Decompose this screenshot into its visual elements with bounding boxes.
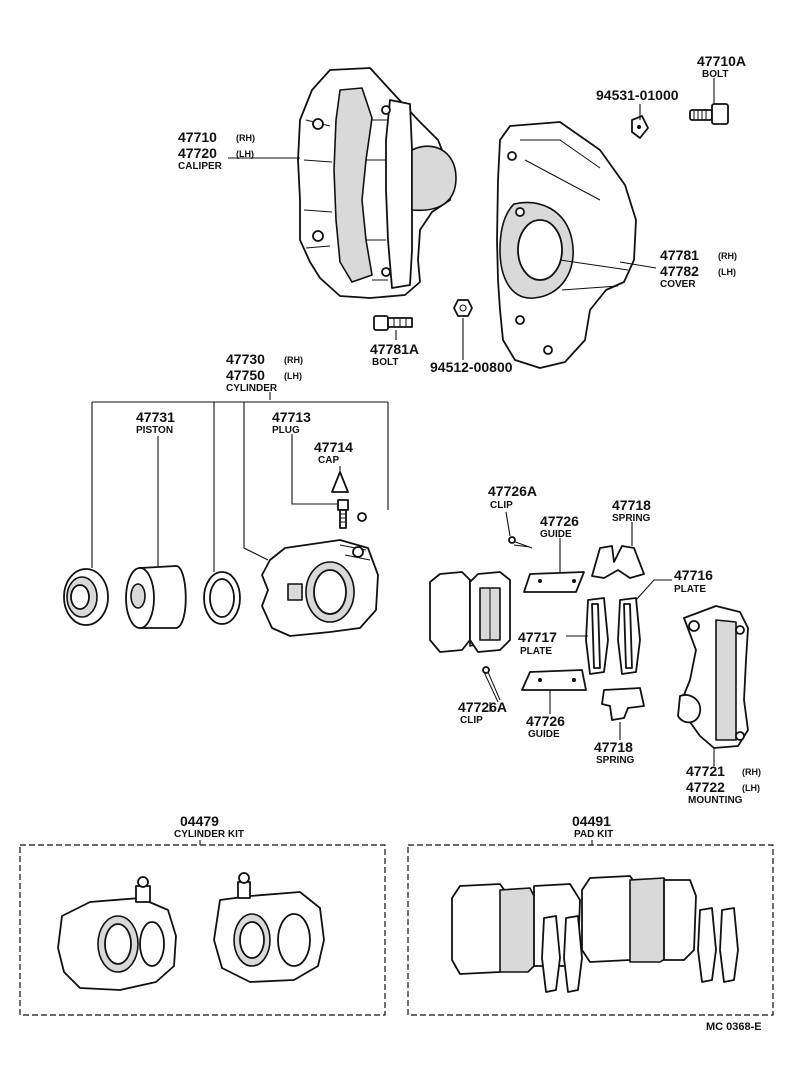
- clip-top-drawing: [508, 536, 533, 549]
- plug-name: PLUG: [272, 425, 300, 436]
- guide-bottom-drawing: [521, 669, 587, 691]
- cylinder-kit-drawing: [57, 872, 325, 991]
- cap-name: CAP: [318, 455, 339, 466]
- clip-bottom-name: CLIP: [460, 715, 483, 726]
- plate-mid-drawing: [585, 597, 609, 675]
- spring-top-drawing: [591, 545, 645, 579]
- bolt-top-number: 47710A: [697, 53, 746, 69]
- mounting-name: MOUNTING: [688, 795, 743, 806]
- plate-right-name: PLATE: [674, 584, 706, 595]
- cylinder-number-rh: 47730: [226, 351, 265, 367]
- mounting-side-rh: (RH): [742, 767, 761, 777]
- pad-kit-number: 04491: [572, 813, 611, 829]
- pad-inner-drawing: [469, 571, 511, 653]
- spring-top-name: SPRING: [612, 513, 651, 524]
- bolt-top-name: BOLT: [702, 69, 728, 80]
- guide-top-drawing: [523, 571, 585, 593]
- cover-drawing: [496, 121, 637, 369]
- bolt-47710a-drawing: [689, 103, 729, 125]
- clip-top-name: CLIP: [490, 500, 513, 511]
- guide-top-name: GUIDE: [540, 529, 572, 540]
- leader-lines: [91, 78, 715, 845]
- cylinder-side-rh: (RH): [284, 355, 303, 365]
- pad-kit-box: [407, 844, 774, 1016]
- caliper-drawing: [297, 67, 457, 299]
- piston-drawing: [125, 565, 187, 629]
- nut-number: 94512-00800: [430, 359, 513, 375]
- cylinder-kit-box: [19, 844, 386, 1016]
- cover-number-rh: 47781: [660, 247, 699, 263]
- clip-top-number: 47726A: [488, 483, 537, 499]
- mounting-number-lh: 47722: [686, 779, 725, 795]
- cylinder-side-lh: (LH): [284, 371, 302, 381]
- cylinder-drawing: [261, 539, 379, 637]
- plug-number: 47713: [272, 409, 311, 425]
- mounting-number-rh: 47721: [686, 763, 725, 779]
- clip-bottom-number: 47726A: [458, 699, 507, 715]
- cap-drawing: [331, 471, 349, 493]
- cover-number-lh: 47782: [660, 263, 699, 279]
- guide-top-number: 47726: [540, 513, 579, 529]
- caliper-side-rh: (RH): [236, 133, 255, 143]
- plate-right-drawing: [617, 597, 641, 675]
- cover-bolt-name: BOLT: [372, 357, 398, 368]
- diagram-code: MC 0368-E: [706, 1021, 762, 1033]
- spring-bottom-name: SPRING: [596, 755, 635, 766]
- bolt-47781a-drawing: [373, 315, 413, 331]
- cover-side-lh: (LH): [718, 267, 736, 277]
- mounting-side-lh: (LH): [742, 783, 760, 793]
- ring-drawing: [203, 571, 241, 625]
- cover-name: COVER: [660, 279, 696, 290]
- caliper-number-lh: 47720: [178, 145, 217, 161]
- guide-bottom-name: GUIDE: [528, 729, 560, 740]
- nut-94512-drawing: [453, 299, 473, 317]
- cap-number: 47714: [314, 439, 353, 455]
- seal-drawing: [63, 568, 109, 626]
- spring-bottom-drawing: [601, 687, 645, 721]
- cylinder-name: CYLINDER: [226, 383, 278, 394]
- plate-mid-name: PLATE: [520, 646, 552, 657]
- piston-number: 47731: [136, 409, 175, 425]
- cover-side-rh: (RH): [718, 251, 737, 261]
- guide-bottom-number: 47726: [526, 713, 565, 729]
- cylinder-number-lh: 47750: [226, 367, 265, 383]
- washer-number: 94531-01000: [596, 87, 679, 103]
- cylinder-kit-name: CYLINDER KIT: [174, 829, 244, 840]
- caliper-number-rh: 47710: [178, 129, 217, 145]
- plate-right-number: 47716: [674, 567, 713, 583]
- plug-drawing: [337, 499, 367, 529]
- pad-kit-name: PAD KIT: [574, 829, 613, 840]
- pad-kit-drawing: [451, 875, 739, 993]
- caliper-name: CALIPER: [178, 161, 223, 172]
- piston-name: PISTON: [136, 425, 173, 436]
- spring-bottom-number: 47718: [594, 739, 633, 755]
- cover-bolt-number: 47781A: [370, 341, 419, 357]
- mounting-drawing: [677, 605, 749, 749]
- cylinder-kit-number: 04479: [180, 813, 219, 829]
- plate-mid-number: 47717: [518, 629, 557, 645]
- clip-bottom-drawing: [482, 666, 501, 703]
- caliper-side-lh: (LH): [236, 149, 254, 159]
- spring-top-number: 47718: [612, 497, 651, 513]
